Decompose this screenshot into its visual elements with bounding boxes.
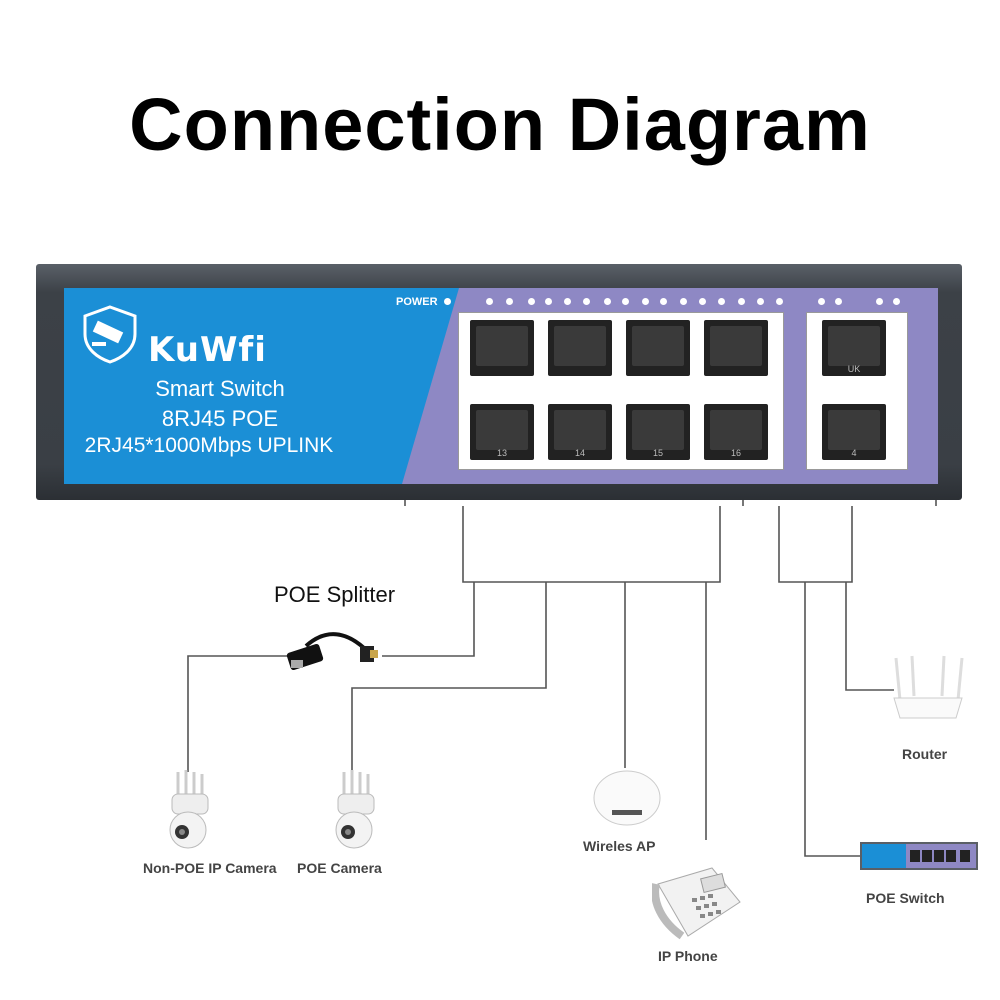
port-number: 13: [496, 448, 507, 458]
led: [818, 298, 825, 305]
camera-shield-icon: [83, 305, 137, 364]
model-line-1: Smart Switch: [155, 376, 285, 401]
led: [528, 298, 535, 305]
rj45-port-6[interactable]: 14: [548, 404, 612, 460]
poe-switch-label: POE Switch: [866, 890, 945, 906]
rj45-port-5[interactable]: 13: [470, 404, 534, 460]
led: [486, 298, 493, 305]
brand-logo: KuWfi: [148, 330, 267, 370]
non-poe-camera-label: Non-POE IP Camera: [143, 860, 277, 876]
port-number: UK: [847, 364, 861, 374]
model-line-2: 8RJ45 POE: [161, 406, 279, 431]
led: [835, 298, 842, 305]
led: [506, 298, 513, 305]
led: [738, 298, 745, 305]
led: [876, 298, 883, 305]
ip-camera-icon: [169, 770, 209, 849]
router-icon: [893, 655, 964, 719]
led: [564, 298, 571, 305]
led: [583, 298, 590, 305]
poe-splitter-icon: [286, 632, 378, 671]
wireless-ap-icon: [593, 770, 661, 826]
led: [660, 298, 667, 305]
rj45-port-4[interactable]: [704, 320, 768, 376]
led: [642, 298, 649, 305]
led: [622, 298, 629, 305]
led: [699, 298, 706, 305]
uplink-port-2[interactable]: 4: [822, 404, 886, 460]
led: [718, 298, 725, 305]
model-line-3: 2RJ45*1000Mbps UPLINK: [84, 434, 334, 457]
rj45-port-8[interactable]: 16: [704, 404, 768, 460]
rj45-port-7[interactable]: 15: [626, 404, 690, 460]
led: [776, 298, 783, 305]
rj45-port-2[interactable]: [548, 320, 612, 376]
led: [604, 298, 611, 305]
poe-splitter-label: POE Splitter: [274, 582, 396, 607]
power-led: [444, 298, 451, 305]
wireless-ap-label: Wireles AP: [583, 838, 656, 854]
port-number: 15: [652, 448, 663, 458]
port-number: 4: [851, 448, 857, 458]
rj45-port-3[interactable]: [626, 320, 690, 376]
led: [893, 298, 900, 305]
router-label: Router: [902, 746, 948, 762]
poe-camera-label: POE Camera: [297, 860, 382, 876]
port-number: 16: [730, 448, 741, 458]
power-label: POWER: [396, 296, 438, 308]
poe-switch-icon: [860, 842, 978, 870]
poe-camera-icon: [335, 770, 375, 849]
switch-blue-panel: [64, 288, 459, 484]
ip-phone-label: IP Phone: [658, 948, 718, 964]
rj45-port-1[interactable]: [470, 320, 534, 376]
uplink-port-1[interactable]: UK: [822, 320, 886, 376]
led: [545, 298, 552, 305]
page-title: Connection Diagram: [129, 83, 871, 166]
port-number: 14: [574, 448, 585, 458]
led: [757, 298, 764, 305]
led: [680, 298, 687, 305]
ip-phone-icon: [652, 867, 741, 940]
